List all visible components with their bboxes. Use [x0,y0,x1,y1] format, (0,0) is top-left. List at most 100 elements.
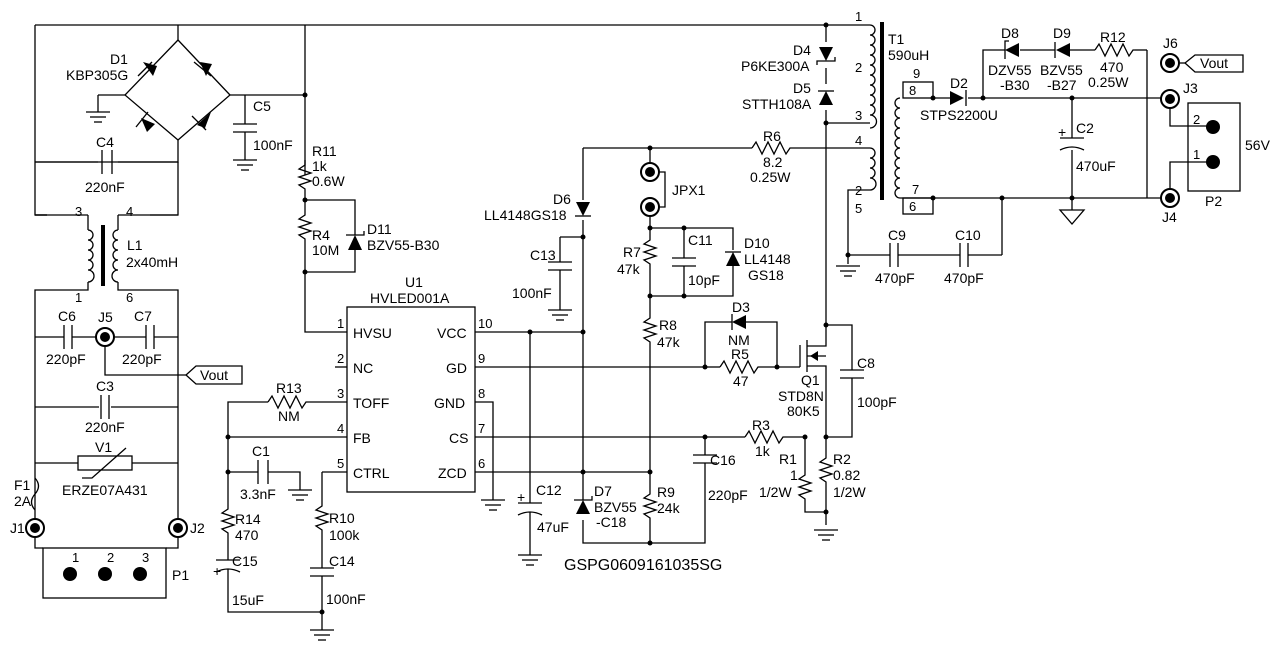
capacitor-c16 [693,454,717,500]
transformer-t1 [869,22,934,215]
junction [823,509,829,515]
c5-ref: C5 [253,98,271,114]
j1-ref: J1 [10,520,25,536]
r11-power: 0.6W [312,173,345,189]
c7-ref: C7 [134,308,152,324]
c13-ref: C13 [530,247,556,263]
resistor-r8 [641,296,659,472]
capacitor-c9 [889,243,899,267]
c3-ref: C3 [96,378,114,394]
c12-value: 47uF [537,519,569,535]
capacitor-c15 [215,559,241,590]
ic-u1 [346,306,476,493]
c10-ref: C10 [955,227,981,243]
d6-ref: D6 [553,191,571,207]
resistor-r3 [744,429,805,445]
t1-pin2: 2 [855,60,862,75]
c5-value: 100nF [253,137,293,153]
r6-power: 0.25W [750,169,791,185]
r1-ref: R1 [779,451,797,467]
secondary-ground [1058,209,1086,225]
r9-ref: R9 [657,484,675,500]
drawing-reference: GSPG0609161035SG [564,557,722,574]
d1-value: KBP305G [66,67,128,83]
l1-pin6: 6 [126,290,133,305]
bridge-rectifier-d1 [135,61,212,132]
r10-value: 100k [329,527,360,543]
resistor-r12 [1094,42,1135,58]
f1-ref: F1 [14,477,31,493]
t1-pin8: 8 [909,83,916,98]
junction [302,92,308,98]
p2-pin2: 2 [1193,112,1200,127]
p1-pin2: 2 [107,550,114,565]
junction [647,225,653,231]
capacitor-c7 [145,325,155,349]
vout-net-label-left [185,365,243,385]
tvs-d4 [816,47,836,65]
r13-value: NM [278,408,300,424]
r14-ref: R14 [235,511,261,527]
d10-value2: GS18 [748,267,784,283]
capacitor-c12 [517,490,543,566]
wire [304,250,347,333]
connector-p2 [1187,102,1241,192]
junction [823,120,829,126]
d8-ref: D8 [1001,25,1019,41]
f1-value: 2A [14,493,32,509]
ground-symbol [480,499,506,511]
mosfet-q1 [799,324,853,438]
d10-value1: LL4148 [744,251,791,267]
d6-value: LL4148GS18 [484,207,567,223]
c7-value: 220pF [122,351,162,367]
resistor-r6 [751,140,794,156]
l1-pin3: 3 [75,204,82,219]
wire [166,537,179,549]
r8-ref: R8 [659,317,677,333]
junction [681,293,687,299]
j3-ref: J3 [1183,80,1198,96]
c1-ref: C1 [252,443,270,459]
r3-ref: R3 [752,417,770,433]
diode-d5 [818,90,834,105]
diode-d2 [950,90,967,106]
junction [980,95,986,101]
common-mode-choke-l1 [87,225,119,286]
u1-cs: CS [449,430,468,446]
l1-ref: L1 [127,237,143,253]
terminal-j4 [1160,188,1180,208]
r7-value: 47k [617,261,641,277]
c6-value: 220pF [46,351,86,367]
u1-toff: TOFF [353,395,389,411]
p1-pin1: 1 [72,550,79,565]
junction [319,609,325,615]
d11-value: BZV55-B30 [367,237,440,253]
r5-ref: R5 [731,346,749,362]
diode-d3 [731,314,746,330]
u1-pin4: 4 [337,421,344,436]
d5-ref: D5 [793,80,811,96]
junction [845,252,851,258]
c8-value: 100pF [857,394,897,410]
d7-ref: D7 [594,483,612,499]
jumper-jpx1 [640,148,666,228]
junction [1069,195,1075,201]
junction [580,234,586,240]
test-point-j5 [95,327,115,347]
r5-value: 47 [733,373,749,389]
u1-pin10: 10 [478,316,492,331]
junction [930,95,936,101]
resistor-r1 [796,437,826,513]
vout-label-right: Vout [1200,55,1228,71]
d10-ref: D10 [744,235,770,251]
capacitor-c1 [257,460,313,501]
test-point-j6 [1160,53,1244,73]
capacitor-c2 [1059,137,1085,151]
ground-symbol [835,265,861,277]
t1-pin6: 6 [909,199,916,214]
j6-ref: J6 [1163,35,1178,51]
junction [681,225,687,231]
t1-ref: T1 [888,31,905,47]
t1-pin9: 9 [913,66,920,81]
u1-left-wiring [227,366,347,630]
